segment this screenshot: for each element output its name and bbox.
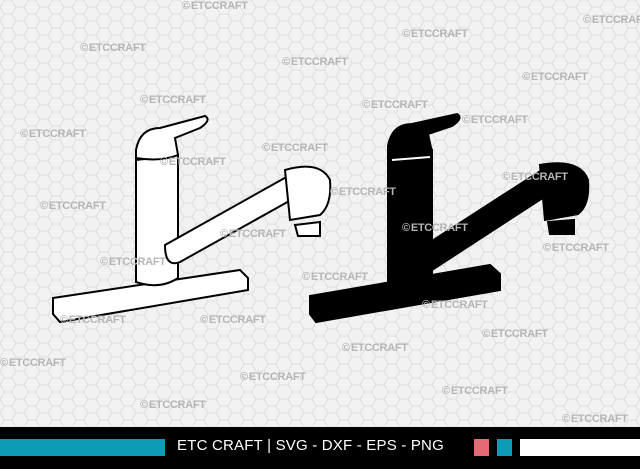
watermark: ETCCRAFT xyxy=(182,0,248,12)
watermark: ETCCRAFT xyxy=(240,371,306,383)
footer-separator: | xyxy=(267,437,272,454)
watermark: ETCCRAFT xyxy=(442,385,508,397)
watermark: ETCCRAFT xyxy=(140,94,206,106)
watermark: ETCCRAFT xyxy=(482,328,548,340)
watermark: ETCCRAFT xyxy=(282,56,348,68)
watermark: ETCCRAFT xyxy=(160,156,226,168)
watermark: ETCCRAFT xyxy=(60,314,126,326)
watermark: ETCCRAFT xyxy=(422,299,488,311)
watermark: ETCCRAFT xyxy=(362,99,428,111)
watermark: ETCCRAFT xyxy=(20,128,86,140)
watermark: ETCCRAFT xyxy=(40,200,106,212)
watermark: ETCCRAFT xyxy=(140,399,206,411)
watermark: ETCCRAFT xyxy=(342,342,408,354)
watermark: ETCCRAFT xyxy=(543,242,609,254)
footer-text: ETC CRAFT | SVG - DXF - EPS - PNG xyxy=(177,437,444,454)
watermark: ETCCRAFT xyxy=(262,142,328,154)
watermark: ETCCRAFT xyxy=(402,222,468,234)
teal-square xyxy=(497,439,512,456)
silhouette-highlight xyxy=(391,156,431,161)
footer-brand: ETC CRAFT xyxy=(177,437,263,454)
watermark: ETCCRAFT xyxy=(330,186,396,198)
watermark: ETCCRAFT xyxy=(100,256,166,268)
pink-square xyxy=(474,439,489,456)
faucet-outline xyxy=(52,114,332,324)
watermark: ETCCRAFT xyxy=(80,42,146,54)
watermark: ETCCRAFT xyxy=(462,114,528,126)
watermark: ETCCRAFT xyxy=(402,28,468,40)
watermark: ETCCRAFT xyxy=(220,228,286,240)
teal-accent-bar xyxy=(0,439,165,456)
watermark: ETCCRAFT xyxy=(302,271,368,283)
watermark: ETCCRAFT xyxy=(522,71,588,83)
watermark: ETCCRAFT xyxy=(502,171,568,183)
watermark: ETCCRAFT xyxy=(562,413,628,425)
watermark: ETCCRAFT xyxy=(583,14,640,26)
watermark: ETCCRAFT xyxy=(200,314,266,326)
footer-formats: SVG - DXF - EPS - PNG xyxy=(275,437,444,454)
white-accent-bar xyxy=(520,439,640,456)
watermark: ETCCRAFT xyxy=(0,357,66,369)
